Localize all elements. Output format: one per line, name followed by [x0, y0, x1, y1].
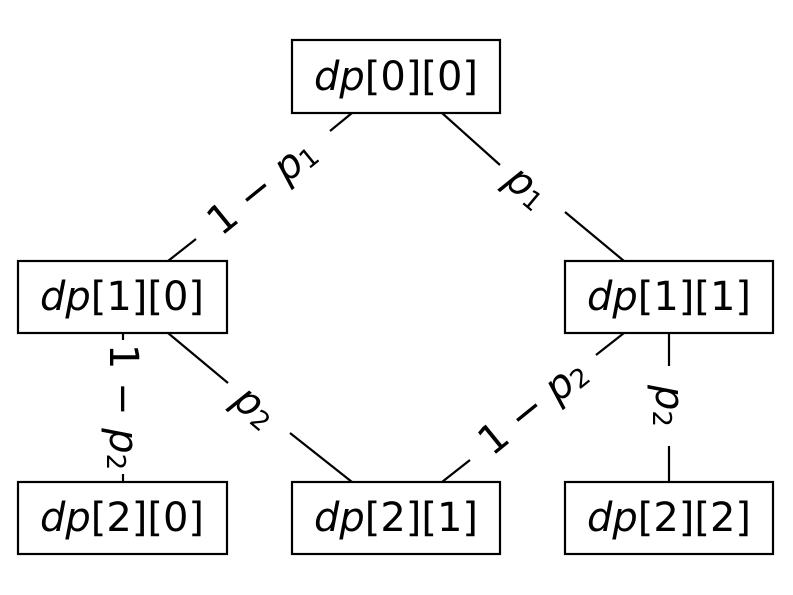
edge-label-dp11-dp22: p2 [646, 384, 692, 427]
edge-line-dp10-dp21-b [289, 432, 353, 483]
edge-lines [121, 112, 671, 483]
node-box [16, 480, 229, 556]
node-box [16, 259, 229, 335]
node-dp10: dp[1][0] [16, 259, 229, 335]
node-dp20: dp[2][0] [16, 480, 229, 556]
edge-label-dp11-dp21: 1 − p2 [469, 349, 596, 464]
edge-label-dp10-dp21: p2 [223, 375, 285, 438]
node-box [290, 38, 502, 115]
node-box [563, 480, 775, 556]
node-dp11: dp[1][1] [563, 259, 775, 335]
node-label: dp[2][2] [587, 495, 751, 541]
node-label: dp[2][0] [40, 495, 204, 541]
node-dp21: dp[2][1] [290, 480, 502, 556]
edge-line-dp00-dp11-b [564, 211, 625, 262]
edge-line-dp00-dp11-a [441, 112, 501, 166]
node-label: dp[2][1] [314, 495, 478, 541]
edge-line-dp11-dp21-a [595, 332, 625, 356]
edge-line-dp00-dp10-b [167, 238, 197, 262]
node-box [563, 259, 775, 335]
node-label: dp[0][0] [314, 54, 478, 100]
node-dp00: dp[0][0] [290, 38, 502, 115]
edge-label-dp00-dp11: p1 [495, 155, 557, 218]
edge-line-dp00-dp10-a [329, 112, 353, 132]
node-box [290, 480, 502, 556]
edge-label-dp10-dp20: 1 − p2 [100, 344, 146, 470]
node-label: dp[1][0] [40, 274, 204, 320]
edge-label-dp00-dp10: 1 − p1 [198, 129, 325, 244]
edge-line-dp11-dp21-b [441, 459, 471, 483]
node-dp22: dp[2][2] [563, 480, 775, 556]
edge-line-dp10-dp21-a [167, 332, 229, 384]
node-label: dp[1][1] [587, 274, 751, 320]
